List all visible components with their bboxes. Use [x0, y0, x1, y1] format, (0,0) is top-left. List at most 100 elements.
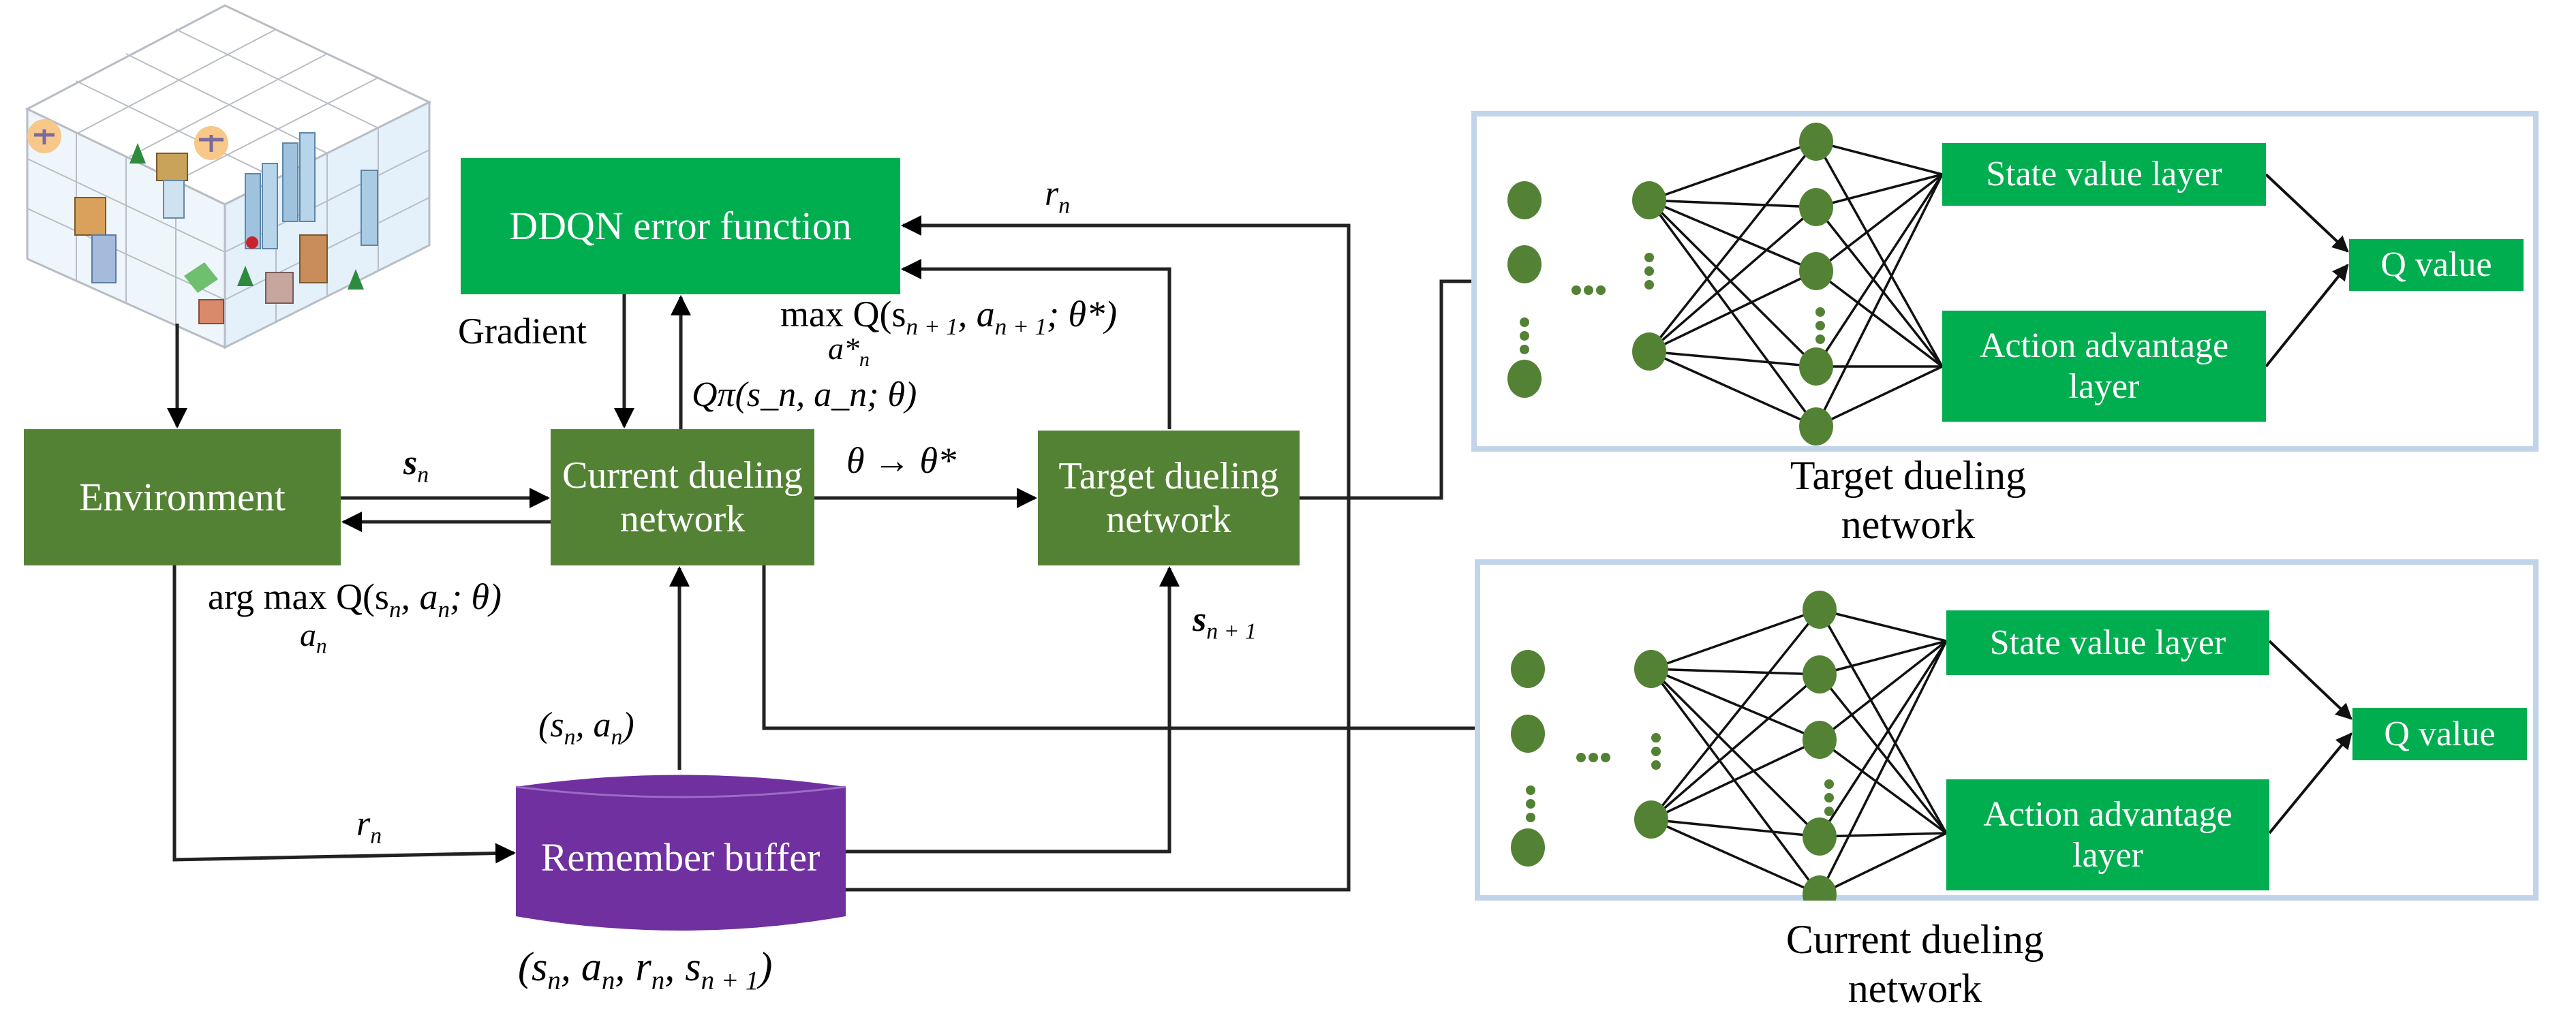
current-edge — [1819, 640, 1947, 676]
arrow-buffer-to-ddqn — [845, 215, 1351, 892]
current-neuron — [1511, 650, 1545, 688]
target-ellipsis-dot — [1596, 285, 1606, 295]
target-ellipsis-dot — [1571, 285, 1581, 295]
target-edge — [1648, 199, 1818, 368]
current-neuron — [1803, 655, 1837, 693]
target-edge — [1649, 199, 1817, 208]
target-action-advantage-layer[interactable]: Action advantage layer — [1942, 311, 2266, 422]
current-edge — [1818, 640, 1948, 741]
remember-buffer-label: Remember buffer — [540, 835, 821, 879]
s-n-plus-1-label: sn + 1 — [1193, 600, 1257, 644]
target-ellipsis-dot — [1520, 331, 1529, 341]
current-ellipsis-dot — [1601, 753, 1610, 762]
current-ellipsis-dot — [1526, 813, 1535, 822]
current-arrow-to-q-value — [2268, 732, 2352, 835]
target-edge — [1649, 270, 1817, 353]
target-arrow-to-q-value — [2265, 264, 2349, 368]
r-n-top-label: rn — [1045, 174, 1071, 219]
argmax-label: arg max Q(sn, an; θ) — [208, 576, 502, 623]
current-network-label-line2: network — [619, 498, 746, 540]
max-q-subscript-a-star-n: a*n — [828, 331, 870, 371]
target-ellipsis-dot — [1815, 307, 1825, 317]
target-neuron — [1632, 181, 1666, 219]
current-ellipsis-dot — [1824, 779, 1834, 789]
current-edge — [1651, 818, 1820, 896]
current-action-advantage-layer[interactable]: Action advantage layer — [1946, 779, 2269, 890]
target-edge — [1815, 174, 1944, 367]
target-action-label-line2: layer — [2068, 367, 2140, 406]
target-neuron — [1799, 123, 1833, 161]
target-q-value-label: Q value — [2380, 245, 2492, 285]
q-pi-label: Qπ(s_n, a_n; θ) — [692, 375, 917, 414]
target-edge — [1649, 140, 1817, 202]
target-ellipsis-dot — [1520, 317, 1529, 327]
target-q-value[interactable]: Q value — [2349, 239, 2524, 291]
current-ellipsis-dot — [1576, 753, 1586, 762]
current-ellipsis-dot — [1651, 760, 1661, 770]
target-edge — [1648, 199, 1818, 428]
target-ellipsis-dot — [1815, 334, 1825, 344]
target-edge — [1815, 365, 1943, 428]
current-network-caption: Current dueling network — [1785, 917, 2044, 1011]
current-edge — [1819, 832, 1947, 838]
current-edge — [1818, 609, 1948, 834]
target-edge — [1815, 174, 1944, 427]
target-ellipsis-dot — [1815, 321, 1825, 330]
target-network-label-line2: network — [1106, 499, 1231, 541]
target-edge — [1649, 350, 1817, 428]
theta-update-label: θ → θ* — [846, 440, 957, 481]
target-ellipsis-dot — [1644, 266, 1654, 276]
target-dueling-network-box[interactable]: Target dueling network — [1038, 431, 1300, 565]
current-ellipsis-dot — [1651, 747, 1661, 756]
arrow-target-to-ddqn — [901, 259, 1171, 429]
current-edge — [1818, 738, 1948, 835]
target-state-value-layer[interactable]: State value layer — [1942, 143, 2266, 206]
current-neuron — [1511, 715, 1545, 753]
current-edge — [1651, 608, 1820, 670]
remember-buffer-cylinder[interactable] — [512, 766, 849, 944]
environment-label: Environment — [79, 474, 286, 519]
target-edge — [1649, 199, 1817, 272]
link-target-to-panel — [1300, 279, 1473, 500]
target-neuron — [1799, 407, 1833, 446]
r-n-left-label: rn — [356, 805, 382, 849]
current-edge — [1651, 738, 1820, 821]
current-ellipsis-dot — [1824, 807, 1834, 816]
current-edge — [1650, 608, 1821, 821]
argmax-subscript-a-n: an — [300, 617, 327, 658]
current-neuron — [1634, 800, 1668, 839]
current-state-value-layer[interactable]: State value layer — [1946, 610, 2269, 675]
environment-box[interactable]: Environment — [24, 429, 341, 565]
ddqn-error-function-label: DDQN error function — [509, 203, 852, 248]
current-dueling-network-box[interactable]: Current dueling network — [551, 429, 814, 565]
current-ellipsis-dot — [1526, 799, 1535, 809]
target-neuron — [1632, 332, 1666, 371]
gradient-label: Gradient — [458, 311, 587, 352]
target-network-caption: Target dueling network — [1790, 453, 2027, 547]
current-edge — [1818, 673, 1948, 835]
target-arrow-to-q-value — [2265, 173, 2349, 253]
target-edge — [1815, 140, 1943, 176]
target-edge — [1815, 173, 1944, 272]
target-edge — [1648, 140, 1818, 353]
target-ellipsis-dot — [1644, 280, 1654, 290]
max-q-label: max Q(sn + 1, an + 1; θ*) — [780, 294, 1118, 340]
current-edge — [1818, 640, 1948, 837]
ddqn-error-function-box[interactable]: DDQN error function — [461, 158, 900, 294]
target-edge — [1815, 206, 1944, 368]
current-edge — [1651, 818, 1820, 838]
target-edge — [1815, 173, 1943, 208]
target-ellipsis-dot — [1584, 285, 1593, 295]
current-edge — [1650, 668, 1821, 896]
current-edge — [1819, 832, 1947, 896]
current-q-value[interactable]: Q value — [2352, 708, 2527, 760]
link-current-to-panel — [762, 565, 1476, 730]
transition-tuple-label: (sn, an, rn, sn + 1) — [518, 944, 773, 995]
current-edge — [1650, 668, 1821, 838]
current-action-label-line1: Action advantage — [1983, 794, 2233, 834]
current-edge — [1818, 640, 1948, 895]
current-network-graph — [1511, 591, 2352, 901]
current-edge — [1651, 668, 1820, 741]
current-ellipsis-dot — [1824, 793, 1834, 802]
